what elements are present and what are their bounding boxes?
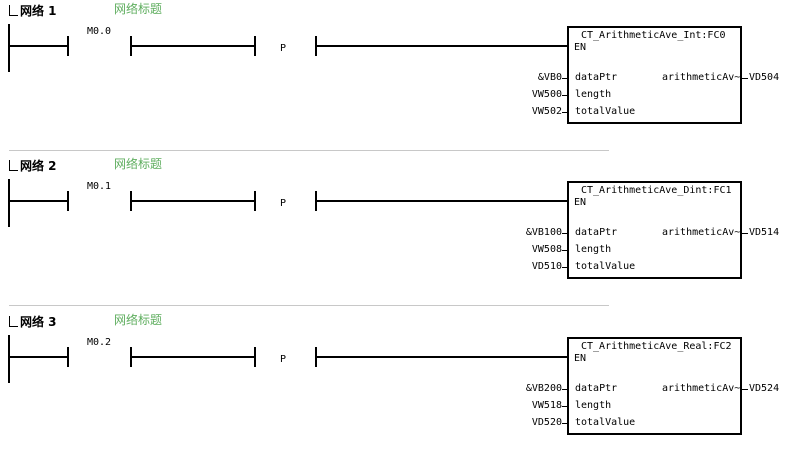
rung-wire: [315, 356, 568, 358]
input-pin-name: dataPtr: [575, 227, 618, 238]
input-operand[interactable]: VW502: [531, 106, 562, 117]
contact-left-bar[interactable]: [67, 36, 69, 56]
network-label[interactable]: 网络 3: [9, 313, 57, 330]
network-separator: [9, 150, 609, 151]
input-pin-name: totalValue: [575, 261, 636, 272]
contact-left-bar[interactable]: [67, 347, 69, 367]
positive-edge-label: P: [280, 354, 287, 365]
network-label-text: 网络 3: [20, 315, 57, 329]
positive-edge-label: P: [280, 43, 287, 54]
input-pin-name: length: [575, 400, 612, 411]
en-pin: EN: [574, 353, 587, 364]
function-block-title: CT_ArithmeticAve_Real:FC2: [581, 341, 732, 352]
output-operand[interactable]: VD524: [749, 383, 780, 394]
output-wire: [741, 78, 748, 79]
input-operand[interactable]: VW518: [531, 400, 562, 411]
positive-edge-label: P: [280, 198, 287, 209]
power-rail: [8, 335, 10, 383]
network-title[interactable]: 网络标题: [114, 2, 163, 16]
input-wire: [562, 389, 568, 390]
output-pin-name: arithmeticAv~: [662, 227, 741, 238]
input-operand[interactable]: VD510: [531, 261, 562, 272]
output-pin-name: arithmeticAv~: [662, 72, 741, 83]
power-rail: [8, 179, 10, 227]
rung-wire: [130, 356, 255, 358]
contact-address[interactable]: M0.1: [87, 181, 112, 192]
network-title[interactable]: 网络标题: [114, 157, 163, 171]
output-wire: [741, 389, 748, 390]
input-pin-name: dataPtr: [575, 383, 618, 394]
input-operand[interactable]: VW500: [531, 89, 562, 100]
network-title[interactable]: 网络标题: [114, 313, 163, 327]
rung-wire: [8, 45, 68, 47]
output-pin-name: arithmeticAv~: [662, 383, 741, 394]
input-pin-name: totalValue: [575, 417, 636, 428]
power-rail: [8, 24, 10, 72]
edge-left-bar[interactable]: [254, 191, 256, 211]
edge-left-bar[interactable]: [254, 36, 256, 56]
rung-wire: [8, 200, 68, 202]
rung-wire: [315, 200, 568, 202]
rung-wire: [130, 200, 255, 202]
rung-wire: [130, 45, 255, 47]
input-wire: [562, 112, 568, 113]
input-wire: [562, 233, 568, 234]
output-operand[interactable]: VD504: [749, 72, 780, 83]
input-operand[interactable]: VD520: [531, 417, 562, 428]
input-operand[interactable]: &VB100: [525, 227, 562, 238]
input-operand[interactable]: VW508: [531, 244, 562, 255]
output-wire: [741, 233, 748, 234]
collapse-icon[interactable]: [9, 5, 18, 16]
edge-left-bar[interactable]: [254, 347, 256, 367]
rung-wire: [8, 356, 68, 358]
network-label-text: 网络 1: [20, 4, 57, 18]
input-wire: [562, 95, 568, 96]
network-label[interactable]: 网络 1: [9, 2, 57, 19]
network-label-text: 网络 2: [20, 159, 57, 173]
input-wire: [562, 406, 568, 407]
contact-address[interactable]: M0.0: [87, 26, 112, 37]
contact-address[interactable]: M0.2: [87, 337, 112, 348]
input-pin-name: length: [575, 89, 612, 100]
input-operand[interactable]: &VB0: [537, 72, 562, 83]
input-pin-name: totalValue: [575, 106, 636, 117]
function-block-title: CT_ArithmeticAve_Dint:FC1: [581, 185, 732, 196]
network-label[interactable]: 网络 2: [9, 157, 57, 174]
rung-wire: [315, 45, 568, 47]
network-separator: [9, 305, 609, 306]
input-wire: [562, 423, 568, 424]
en-pin: EN: [574, 197, 587, 208]
input-wire: [562, 267, 568, 268]
output-operand[interactable]: VD514: [749, 227, 780, 238]
collapse-icon[interactable]: [9, 160, 18, 171]
en-pin: EN: [574, 42, 587, 53]
function-block-title: CT_ArithmeticAve_Int:FC0: [581, 30, 726, 41]
contact-left-bar[interactable]: [67, 191, 69, 211]
input-wire: [562, 78, 568, 79]
input-pin-name: dataPtr: [575, 72, 618, 83]
input-wire: [562, 250, 568, 251]
input-pin-name: length: [575, 244, 612, 255]
input-operand[interactable]: &VB200: [525, 383, 562, 394]
collapse-icon[interactable]: [9, 316, 18, 327]
